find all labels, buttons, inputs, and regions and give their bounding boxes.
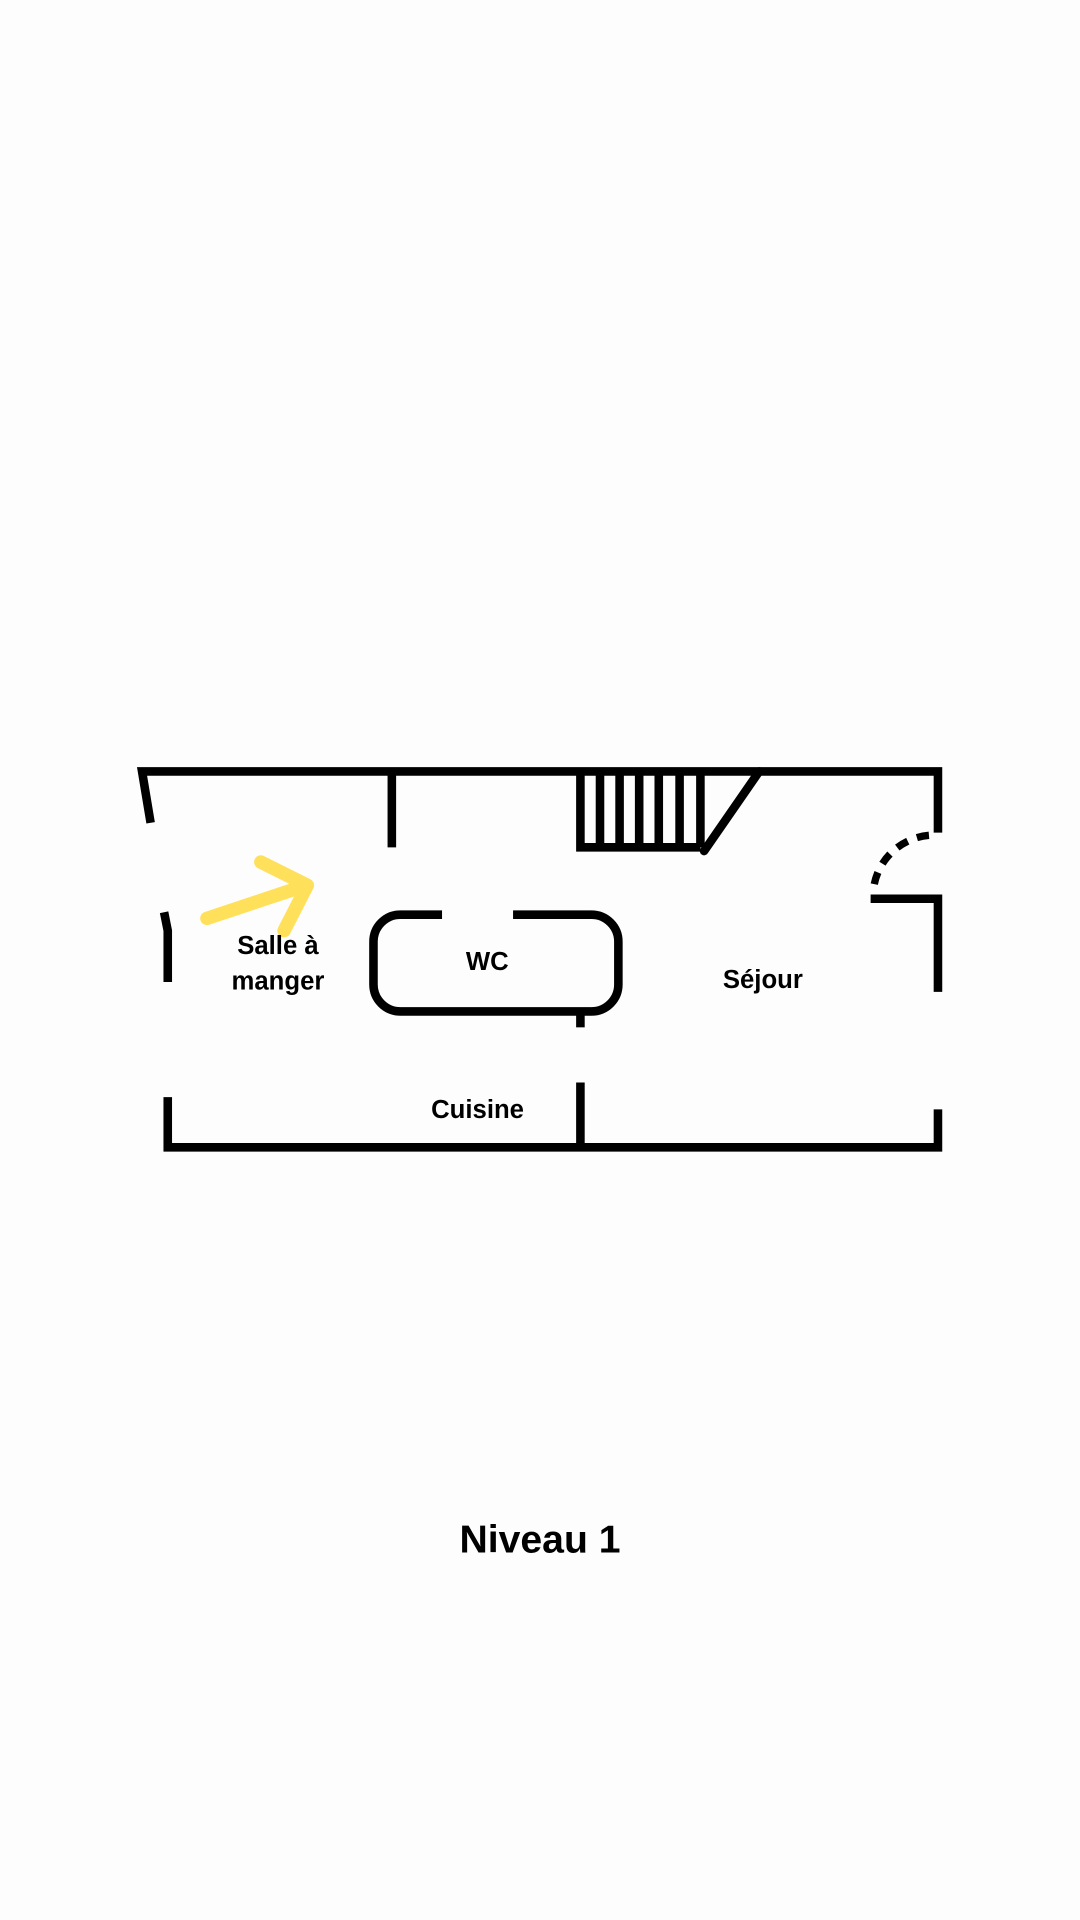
room-label-dining-2: manger (232, 967, 325, 995)
room-label-living: Séjour (723, 966, 803, 994)
staircase (576, 767, 764, 856)
level-title: Niveau 1 (459, 1519, 620, 1562)
top-wall (136, 767, 943, 833)
room-label-kitchen: Cuisine (431, 1096, 524, 1124)
right-wall (870, 894, 943, 992)
wc-enclosure (369, 910, 623, 1016)
entrance-arrow-icon (200, 855, 315, 938)
left-wall (159, 911, 173, 983)
room-label-dining: Salle à (237, 932, 319, 960)
door-swing-arc (870, 831, 936, 885)
room-label-wc: WC (466, 948, 509, 976)
bottom-wall (163, 1097, 943, 1152)
